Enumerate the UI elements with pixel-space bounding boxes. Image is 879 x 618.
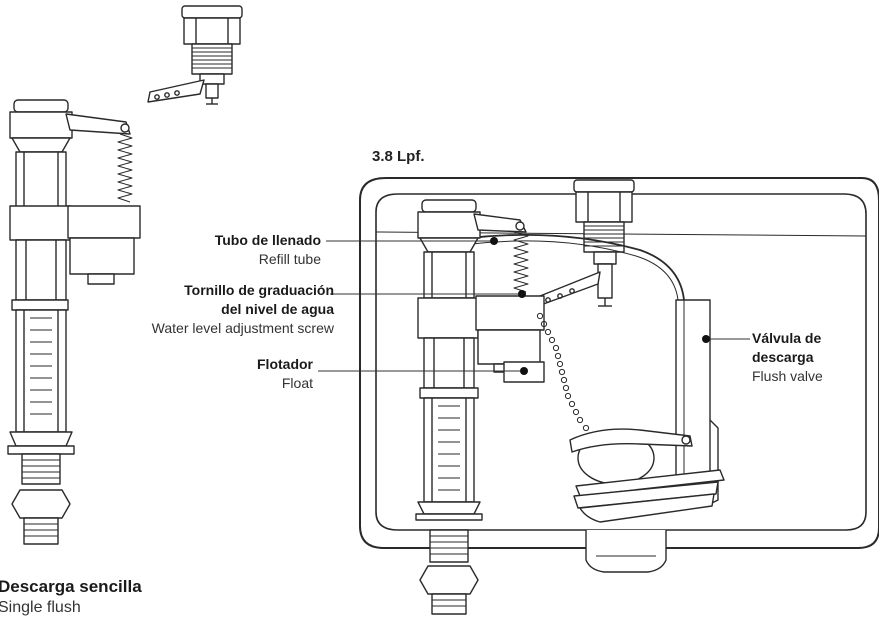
flapper-assembly — [569, 428, 725, 523]
valve-subtitle: Flush valve — [752, 368, 823, 384]
tank-flush-button — [537, 179, 635, 307]
screw-subtitle: Water level adjustment screw — [151, 320, 334, 336]
valve-title-line1: Válvula de — [752, 330, 822, 346]
flush-valve-label: Válvula de descarga Flush valve — [752, 329, 823, 386]
refill-tube-title: Tubo de llenado — [214, 232, 321, 248]
tank-fill-valve — [415, 199, 545, 615]
refill-tube-subtitle: Refill tube — [258, 251, 321, 267]
float-label: Flotador Float — [257, 355, 313, 393]
model-label: 3.8 Lpf. — [372, 148, 425, 165]
flush-valve-marker — [702, 335, 710, 343]
refill-tube-marker — [490, 237, 498, 245]
valve-title-line2: descarga — [752, 349, 814, 365]
callout-lines — [318, 240, 750, 372]
adjustment-screw-label: Tornillo de graduación del nivel de agua… — [152, 281, 334, 338]
float-title: Flotador — [257, 356, 313, 372]
detached-flush-button — [147, 5, 243, 105]
float-subtitle: Float — [281, 375, 313, 391]
tank-outlet — [585, 530, 667, 573]
footer-title: Descarga sencilla — [0, 577, 142, 596]
flapper-chain — [536, 312, 590, 432]
refill-tube-path — [469, 233, 685, 301]
screw-marker — [518, 290, 526, 298]
footer-subtitle: Single flush — [0, 599, 81, 616]
tank-body — [359, 177, 879, 549]
standalone-fill-valve — [7, 99, 141, 545]
screw-title-line2: del nivel de agua — [221, 301, 334, 317]
float-marker — [520, 367, 528, 375]
refill-tube-label: Tubo de llenado Refill tube — [215, 231, 321, 269]
flush-valve-part — [675, 299, 719, 507]
footer-caption: Descarga sencilla Single flush — [0, 576, 142, 618]
screw-title-line1: Tornillo de graduación — [184, 282, 334, 298]
